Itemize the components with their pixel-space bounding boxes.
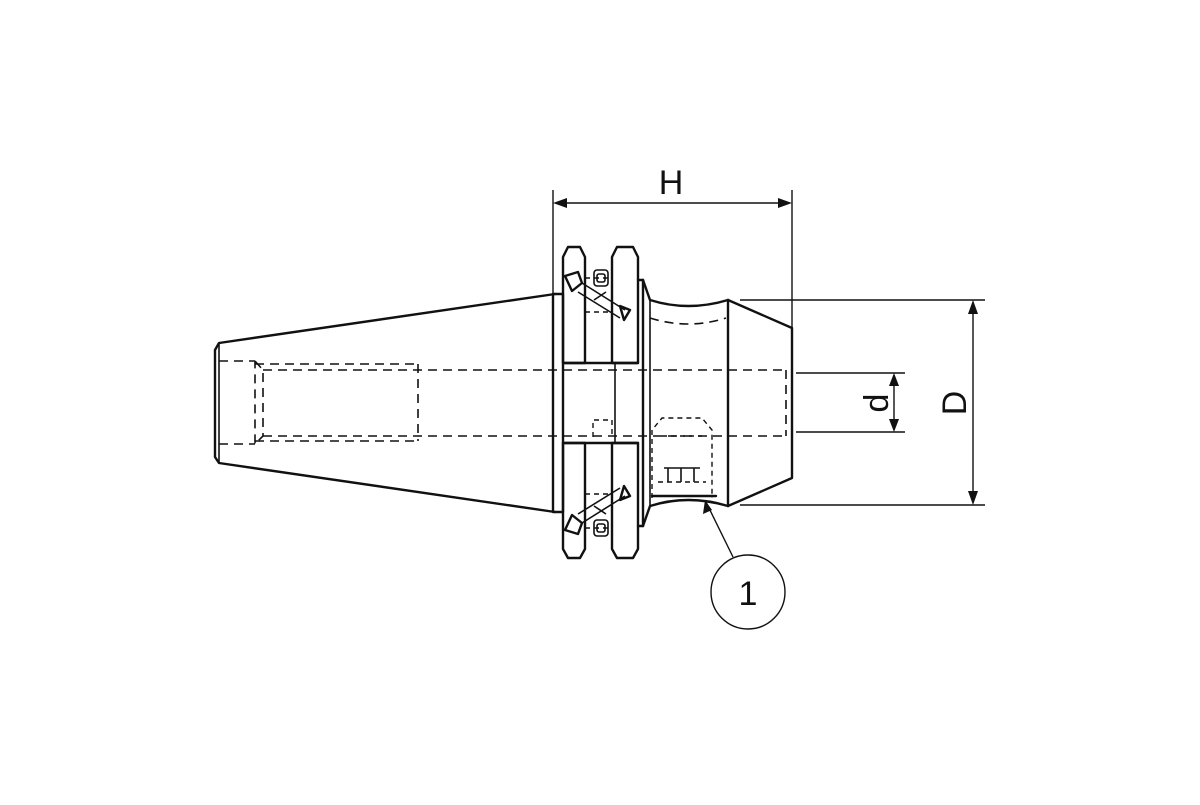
clamping-screw-hidden [650,417,718,498]
dimension-d-bore-label: d [858,394,896,413]
lower-drive-key [563,484,632,537]
dimension-d-outer-label: D [936,391,974,416]
dimension-outer-diameter: D [740,299,985,506]
dimension-h-label: H [659,164,684,202]
dimension-bore-diameter: d [796,372,905,433]
callout-1-label: 1 [739,575,758,613]
dimension-h: H [552,164,793,328]
taper-shank [213,292,557,514]
flange [551,245,640,560]
holder-body [636,278,794,528]
pull-stud-bore-hidden [219,360,786,446]
upper-drive-key [563,269,632,322]
callout-1: 1 [703,499,786,630]
